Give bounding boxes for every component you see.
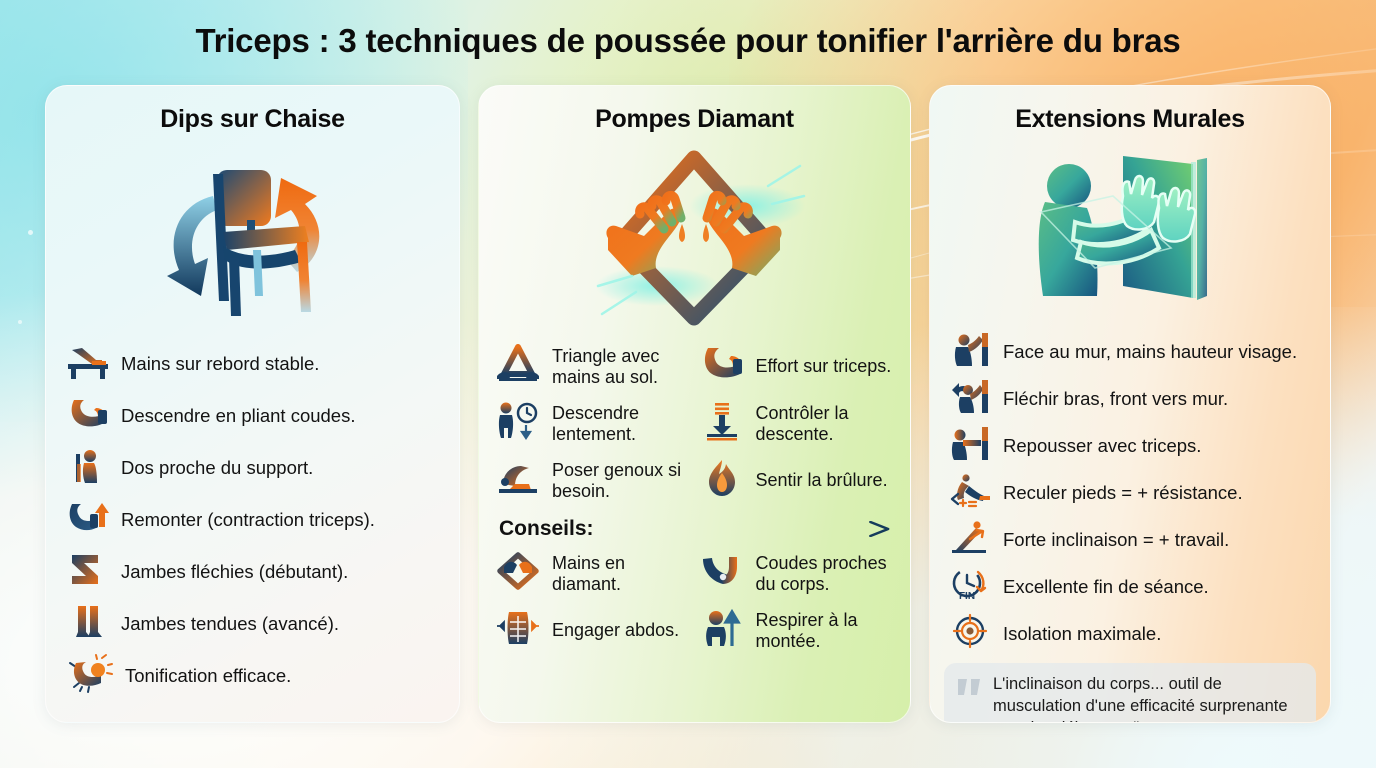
list-item-label: Forte inclinaison = + travail. bbox=[1003, 528, 1230, 550]
card-title: Pompes Diamant bbox=[595, 105, 794, 133]
list-item: Isolation maximale. bbox=[950, 610, 1312, 657]
list-item-label: Coudes proches du corps. bbox=[755, 552, 887, 594]
list-item: Triangle avec mains au sol. bbox=[495, 338, 693, 395]
card-pompes-diamant: Pompes Diamant bbox=[478, 85, 911, 723]
list-item-label: Repousser avec triceps. bbox=[1003, 434, 1202, 456]
straight-legs-icon bbox=[66, 604, 110, 645]
list-item: Sentir la brûlure. bbox=[699, 452, 897, 509]
list-item: Poser genoux si besoin. bbox=[495, 452, 693, 509]
quote-text: L'inclinaison du corps... outil de muscu… bbox=[993, 675, 1288, 722]
list-item-label: Effort sur triceps. bbox=[755, 356, 892, 377]
flexed-arm-burst-icon bbox=[66, 653, 114, 700]
list-item: Mains en diamant. bbox=[495, 545, 693, 602]
list-item: Fléchir bras, front vers mur. bbox=[950, 375, 1312, 422]
tips-header: Conseils: bbox=[479, 511, 910, 545]
quote-mark-icon bbox=[956, 676, 984, 703]
card-dips-sur-chaise: Dips sur Chaise bbox=[45, 85, 460, 723]
card-title: Extensions Murales bbox=[1015, 105, 1245, 133]
list-item-label: Excellente fin de séance. bbox=[1003, 575, 1209, 597]
biceps-triceps-effort-icon bbox=[699, 344, 745, 389]
hero-person-pushing-wall-icon bbox=[930, 138, 1330, 328]
list-item-label: Jambes tendues (avancé). bbox=[121, 613, 340, 635]
list-item: Dos proche du support. bbox=[66, 442, 441, 494]
target-isolation-icon bbox=[950, 613, 992, 654]
page-title: Triceps : 3 techniques de poussée pour t… bbox=[195, 22, 1181, 59]
person-clock-down-arrow-icon bbox=[495, 401, 541, 446]
list-item-label: Contrôler la descente. bbox=[755, 402, 849, 444]
hands-triangle-floor-icon bbox=[495, 344, 541, 389]
list-item: Engager abdos. bbox=[495, 602, 693, 659]
list-item: Reculer pieds = + résistance. bbox=[950, 469, 1312, 516]
steps-list: Face au mur, mains hauteur visage. bbox=[930, 328, 1330, 657]
kneeling-pushup-icon bbox=[495, 458, 541, 503]
list-item: Remonter (contraction triceps). bbox=[66, 494, 441, 546]
diamond-hands-icon bbox=[495, 551, 541, 596]
list-item-label: Mains en diamant. bbox=[552, 552, 626, 594]
list-item: Jambes fléchies (débutant). bbox=[66, 546, 441, 598]
bent-legs-seated-icon bbox=[66, 552, 110, 593]
list-item: Tonification efficace. bbox=[66, 650, 441, 702]
flame-icon bbox=[699, 458, 745, 503]
list-item-label: Engager abdos. bbox=[552, 620, 680, 641]
list-item-label: Descendre en pliant coudes. bbox=[121, 405, 356, 427]
background-dot bbox=[18, 320, 22, 324]
list-item-label: Descendre lentement. bbox=[552, 402, 640, 444]
hands-on-bench-edge-icon bbox=[66, 344, 110, 385]
steps-list: Mains sur rebord stable. Descendre en pl… bbox=[46, 338, 459, 702]
list-item: Face au mur, mains hauteur visage. bbox=[950, 328, 1312, 375]
list-item-label: Sentir la brûlure. bbox=[755, 470, 888, 491]
tips-grid: Mains en diamant. Coudes proches du corp… bbox=[479, 545, 910, 659]
hero-two-hands-diamond-icon bbox=[479, 138, 910, 338]
torso-near-support-icon bbox=[66, 448, 110, 489]
list-item-label: Jambes fléchies (débutant). bbox=[121, 561, 349, 583]
list-item-label: Triangle avec mains au sol. bbox=[552, 345, 660, 387]
list-item-label: Dos proche du support. bbox=[121, 457, 314, 479]
list-item: Jambes tendues (avancé). bbox=[66, 598, 441, 650]
incline-arrow-up-icon bbox=[950, 519, 992, 560]
list-item-label: Reculer pieds = + résistance. bbox=[1003, 481, 1243, 503]
list-item: Effort sur triceps. bbox=[699, 338, 897, 395]
list-item: FIN Excellente fin de séance. bbox=[950, 563, 1312, 610]
list-item-label: Fléchir bras, front vers mur. bbox=[1003, 387, 1229, 409]
list-item-label: Isolation maximale. bbox=[1003, 622, 1162, 644]
flexed-arm-up-arrow-icon bbox=[66, 500, 110, 541]
elbow-close-body-icon bbox=[699, 551, 745, 596]
background-dot bbox=[28, 230, 33, 235]
list-item-label: Face au mur, mains hauteur visage. bbox=[1003, 340, 1298, 362]
person-bending-to-wall-icon bbox=[950, 378, 992, 419]
quote-block: L'inclinaison du corps... outil de muscu… bbox=[944, 663, 1316, 722]
breathe-up-arrow-icon bbox=[699, 608, 745, 653]
hero-chair-with-rotation-arrows-icon bbox=[46, 138, 459, 338]
list-item-label: Mains sur rebord stable. bbox=[121, 353, 320, 375]
list-item: Contrôler la descente. bbox=[699, 395, 897, 452]
list-item: Descendre en pliant coudes. bbox=[66, 390, 441, 442]
person-pushing-back-icon bbox=[950, 425, 992, 466]
flexed-arm-bend-icon bbox=[66, 396, 110, 437]
feet-back-plus-icon bbox=[950, 472, 992, 513]
list-item: Descendre lentement. bbox=[495, 395, 693, 452]
list-item-label: Respirer à la montée. bbox=[755, 609, 858, 651]
person-facing-wall-icon bbox=[950, 331, 992, 372]
list-item: Mains sur rebord stable. bbox=[66, 338, 441, 390]
list-item: Respirer à la montée. bbox=[699, 602, 897, 659]
list-item-label: Poser genoux si besoin. bbox=[552, 459, 682, 501]
tips-label: Conseils: bbox=[499, 517, 594, 540]
steps-grid: Triangle avec mains au sol. Effort sur t… bbox=[479, 338, 910, 509]
abs-engage-icon bbox=[495, 608, 541, 653]
list-item-label: Tonification efficace. bbox=[125, 665, 292, 687]
list-item: Repousser avec triceps. bbox=[950, 422, 1312, 469]
svg-text:FIN: FIN bbox=[959, 591, 975, 602]
right-arrow-icon bbox=[605, 521, 889, 537]
clock-fin-icon: FIN bbox=[950, 566, 992, 607]
list-item: Coudes proches du corps. bbox=[699, 545, 897, 602]
card-extensions-murales: Extensions Murales bbox=[929, 85, 1331, 723]
cards-row: Dips sur Chaise bbox=[45, 85, 1331, 723]
card-title: Dips sur Chaise bbox=[160, 105, 345, 133]
list-item-label: Remonter (contraction triceps). bbox=[121, 509, 375, 531]
down-arrow-to-floor-icon bbox=[699, 401, 745, 446]
list-item: Forte inclinaison = + travail. bbox=[950, 516, 1312, 563]
